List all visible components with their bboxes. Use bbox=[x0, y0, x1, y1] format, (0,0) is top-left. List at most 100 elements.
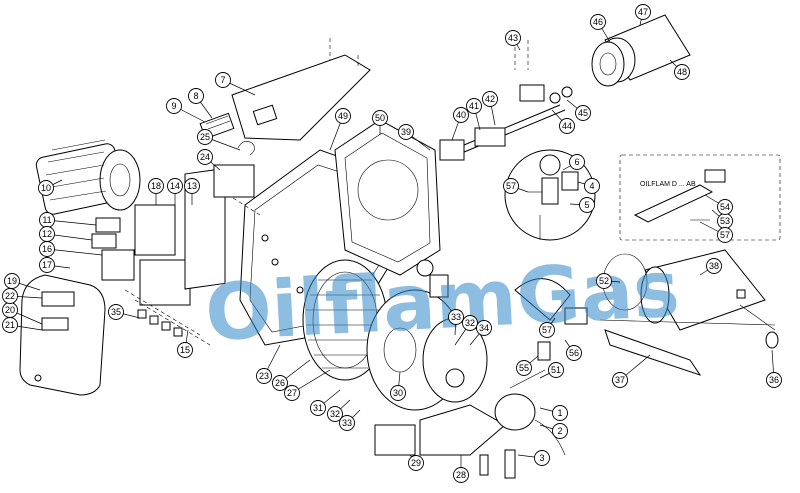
part-callout-35: 35 bbox=[108, 304, 124, 320]
part-callout-37: 37 bbox=[612, 372, 628, 388]
callout-number: 28 bbox=[456, 470, 466, 480]
part-callout-46: 46 bbox=[590, 14, 606, 30]
callout-number: 17 bbox=[42, 260, 52, 270]
callout-number: 34 bbox=[479, 323, 489, 333]
part-callout-30: 30 bbox=[390, 385, 406, 401]
part-callout-10: 10 bbox=[38, 180, 54, 196]
part-callout-15: 15 bbox=[177, 342, 193, 358]
callout-circle bbox=[566, 345, 582, 361]
callout-circle bbox=[148, 178, 164, 194]
callout-circle bbox=[177, 342, 193, 358]
part-callout-29: 29 bbox=[408, 455, 424, 471]
callout-number: 33 bbox=[342, 418, 352, 428]
part-callout-24: 24 bbox=[197, 149, 213, 165]
callout-circle bbox=[476, 320, 492, 336]
part-callout-43: 43 bbox=[505, 30, 521, 46]
callout-circle bbox=[590, 14, 606, 30]
callout-circle bbox=[635, 4, 651, 20]
callout-circle bbox=[674, 64, 690, 80]
callout-number: 11 bbox=[42, 215, 51, 225]
callout-number: 57 bbox=[720, 230, 730, 240]
callout-number: 3 bbox=[539, 453, 544, 463]
callout-number: 19 bbox=[7, 276, 17, 286]
callout-number: 16 bbox=[42, 244, 52, 254]
callout-circle bbox=[584, 178, 600, 194]
callout-number: 47 bbox=[638, 7, 648, 17]
callout-circle bbox=[453, 467, 469, 483]
callout-circle bbox=[612, 372, 628, 388]
callout-circle bbox=[215, 72, 231, 88]
part-callout-14: 14 bbox=[167, 178, 183, 194]
part-callout-19: 19 bbox=[4, 273, 20, 289]
callout-circle bbox=[548, 362, 564, 378]
part-callout-45: 45 bbox=[575, 105, 591, 121]
callout-number: 41 bbox=[469, 101, 479, 111]
callout-circle bbox=[717, 199, 733, 215]
part-callout-50: 50 bbox=[372, 110, 388, 126]
electrical-panel-drawing bbox=[91, 167, 226, 346]
callout-number: 7 bbox=[220, 75, 225, 85]
callout-number: 50 bbox=[375, 113, 385, 123]
callout-number: 2 bbox=[557, 426, 562, 436]
callout-number: 4 bbox=[589, 181, 594, 191]
callout-circle bbox=[448, 309, 464, 325]
part-callout-57: 57 bbox=[539, 322, 555, 338]
part-callout-48: 48 bbox=[674, 64, 690, 80]
callout-circle bbox=[372, 110, 388, 126]
callout-number: 24 bbox=[200, 152, 210, 162]
part-callout-18: 18 bbox=[148, 178, 164, 194]
callout-number: 46 bbox=[593, 17, 603, 27]
callout-circle bbox=[575, 105, 591, 121]
callout-number: 29 bbox=[411, 458, 421, 468]
callout-number: 51 bbox=[551, 365, 561, 375]
callout-number: 57 bbox=[506, 181, 516, 191]
part-callout-39: 39 bbox=[398, 124, 414, 140]
callout-circle bbox=[579, 197, 595, 213]
callout-number: 39 bbox=[401, 127, 411, 137]
callout-number: 18 bbox=[151, 181, 161, 191]
callout-circle bbox=[390, 385, 406, 401]
callout-circle bbox=[398, 124, 414, 140]
part-callout-40: 40 bbox=[453, 107, 469, 123]
part-callout-27: 27 bbox=[284, 385, 300, 401]
callout-circle bbox=[516, 360, 532, 376]
callout-number: 27 bbox=[287, 388, 297, 398]
part-callout-36: 36 bbox=[766, 372, 782, 388]
callout-circle bbox=[596, 273, 612, 289]
callout-number: 48 bbox=[677, 67, 687, 77]
callout-number: 53 bbox=[720, 216, 730, 226]
callout-number: 57 bbox=[542, 325, 552, 335]
callout-circle bbox=[552, 423, 568, 439]
callout-number: 20 bbox=[5, 305, 15, 315]
part-callout-26: 26 bbox=[272, 375, 288, 391]
callout-number: 31 bbox=[313, 403, 323, 413]
part-callout-23: 23 bbox=[256, 368, 272, 384]
callout-number: 44 bbox=[562, 121, 572, 131]
callout-circle bbox=[552, 405, 568, 421]
callout-circle bbox=[335, 108, 351, 124]
callout-circle bbox=[310, 400, 326, 416]
callout-circle bbox=[272, 375, 288, 391]
callout-number: 21 bbox=[5, 320, 15, 330]
callout-number: 12 bbox=[42, 229, 52, 239]
callout-circle bbox=[505, 30, 521, 46]
callout-circle bbox=[184, 178, 200, 194]
part-callout-21: 21 bbox=[2, 317, 18, 333]
part-callout-7: 7 bbox=[215, 72, 231, 88]
callout-circle bbox=[482, 91, 498, 107]
callout-circle bbox=[706, 258, 722, 274]
callout-number: 1 bbox=[557, 408, 562, 418]
part-callout-4: 4 bbox=[584, 178, 600, 194]
part-callout-3: 3 bbox=[534, 450, 550, 466]
callout-number: 35 bbox=[111, 307, 121, 317]
part-callout-33: 33 bbox=[339, 415, 355, 431]
callout-circle bbox=[38, 180, 54, 196]
part-callout-31: 31 bbox=[310, 400, 326, 416]
callout-circle bbox=[559, 118, 575, 134]
callout-number: 30 bbox=[393, 388, 403, 398]
callout-circle bbox=[284, 385, 300, 401]
part-callout-44: 44 bbox=[559, 118, 575, 134]
callout-circle bbox=[462, 315, 478, 331]
callout-circle bbox=[466, 98, 482, 114]
part-callout-57: 57 bbox=[503, 178, 519, 194]
